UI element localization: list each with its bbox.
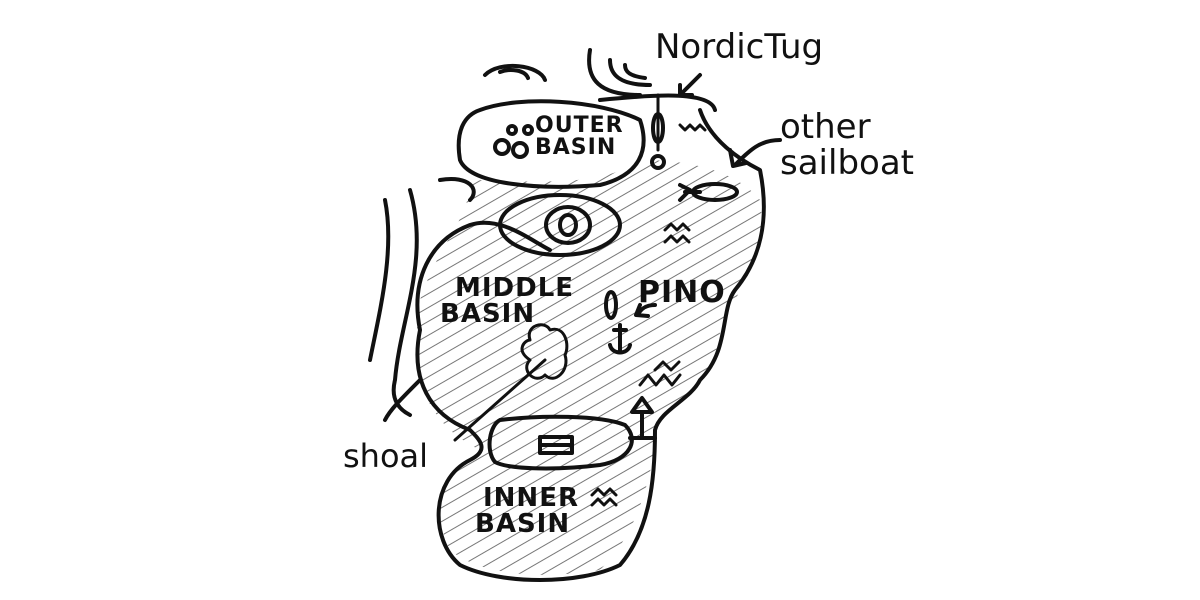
label-inner-basin: INNER BASIN	[475, 483, 579, 539]
shoreline	[415, 93, 766, 582]
anchor-icon	[608, 323, 632, 355]
label-other-sailboat: other sailboat	[780, 107, 914, 183]
pino-boat	[604, 290, 618, 320]
label-shoal: shoal	[343, 437, 429, 475]
island	[498, 193, 622, 257]
label-outer-basin: OUTER BASIN	[535, 113, 624, 160]
label-middle-basin: MIDDLE BASIN	[440, 273, 575, 329]
outer-basin-outline	[456, 99, 646, 189]
label-nordic-tug: NordicTug	[655, 27, 824, 67]
label-pino: PINO	[638, 275, 726, 310]
marker-icon	[628, 396, 657, 440]
shoal-blob	[520, 323, 569, 380]
shoal-bar	[487, 414, 634, 471]
water-hatch	[416, 160, 762, 575]
